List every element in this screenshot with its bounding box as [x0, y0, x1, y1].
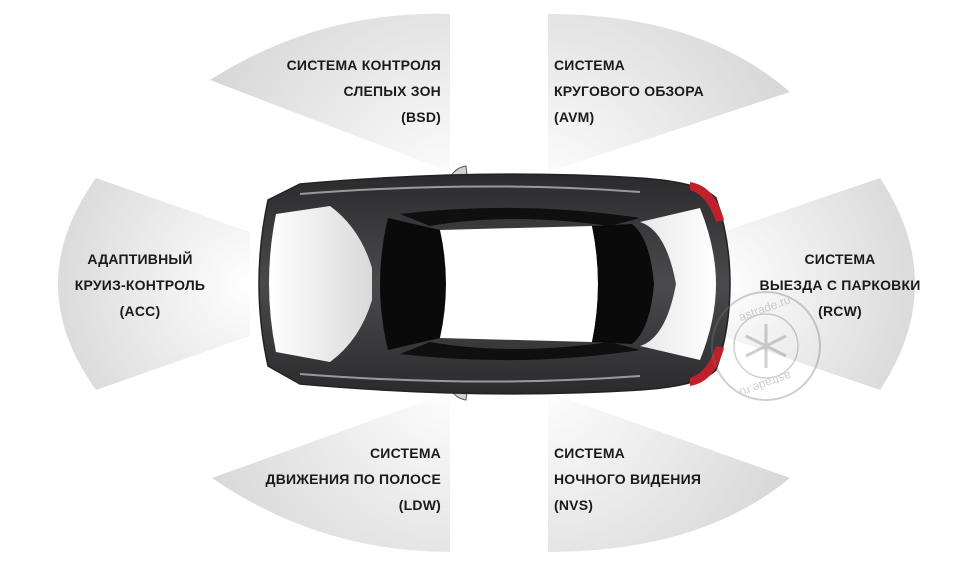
zone-bsd-fan [210, 13, 450, 172]
zone-label-rcw: СИСТЕМА ВЫЕЗДА С ПАРКОВКИ (RCW) [740, 246, 940, 324]
car-roof [440, 226, 598, 342]
zone-rcw-fan [722, 178, 915, 390]
acc-line2: КРУИЗ-КОНТРОЛЬ [74, 277, 206, 293]
ldw-line2: ДВИЖЕНИЯ ПО ПОЛОСЕ [265, 471, 441, 487]
watermark-text-bottom: astrade.ru [738, 368, 794, 400]
avm-line3: (AVM) [554, 109, 595, 125]
zone-nvs-fan [548, 392, 790, 552]
rcw-line2: ВЫЕЗДА С ПАРКОВКИ [759, 277, 921, 293]
watermark-emblem-icon [745, 324, 787, 368]
body-highlight-top [299, 185, 641, 195]
bsd-line3: (BSD) [401, 109, 441, 125]
rcw-line1: СИСТЕМА [804, 251, 876, 267]
bsd-line2: СЛЕПЫХ ЗОН [343, 83, 441, 99]
zone-label-ldw: СИСТЕМА ДВИЖЕНИЯ ПО ПОЛОСЕ (LDW) [266, 440, 441, 518]
side-window-bottom [400, 342, 640, 361]
nvs-line3: (NVS) [554, 497, 594, 513]
ldw-line1: СИСТЕМА [370, 445, 441, 461]
zone-label-bsd: СИСТЕМА КОНТРОЛЯ СЛЕПЫХ ЗОН (BSD) [287, 52, 441, 130]
acc-line1: АДАПТИВНЫЙ [87, 251, 193, 267]
zone-ldw-fan [212, 392, 450, 552]
bsd-line1: СИСТЕМА КОНТРОЛЯ [286, 57, 441, 73]
tail-light-bottom [690, 346, 724, 386]
car-trunk [640, 208, 716, 360]
acc-line3: (ACC) [119, 303, 161, 319]
ldw-line3: (LDW) [398, 497, 441, 513]
zone-label-nvs: СИСТЕМА НОЧНОГО ВИДЕНИЯ (NVS) [554, 440, 701, 518]
nvs-line2: НОЧНОГО ВИДЕНИЯ [554, 471, 702, 487]
rear-window [592, 224, 654, 344]
avm-line1: СИСТЕМА [554, 57, 625, 73]
rcw-line3: (RCW) [818, 303, 862, 319]
zone-avm-fan [548, 14, 790, 172]
avm-line2: КРУГОВОГО ОБЗОРА [554, 83, 704, 99]
side-window-top [400, 207, 640, 226]
zone-acc-fan [58, 178, 250, 390]
zone-label-avm: СИСТЕМА КРУГОВОГО ОБЗОРА (AVM) [554, 52, 704, 130]
car-hood [269, 206, 372, 362]
tail-light-top [690, 182, 724, 222]
nvs-line1: СИСТЕМА [554, 445, 625, 461]
windshield [380, 218, 446, 350]
car-top-view [258, 165, 731, 401]
body-highlight-bottom [299, 373, 641, 383]
zone-label-acc: АДАПТИВНЫЙ КРУИЗ-КОНТРОЛЬ (ACC) [60, 246, 220, 324]
